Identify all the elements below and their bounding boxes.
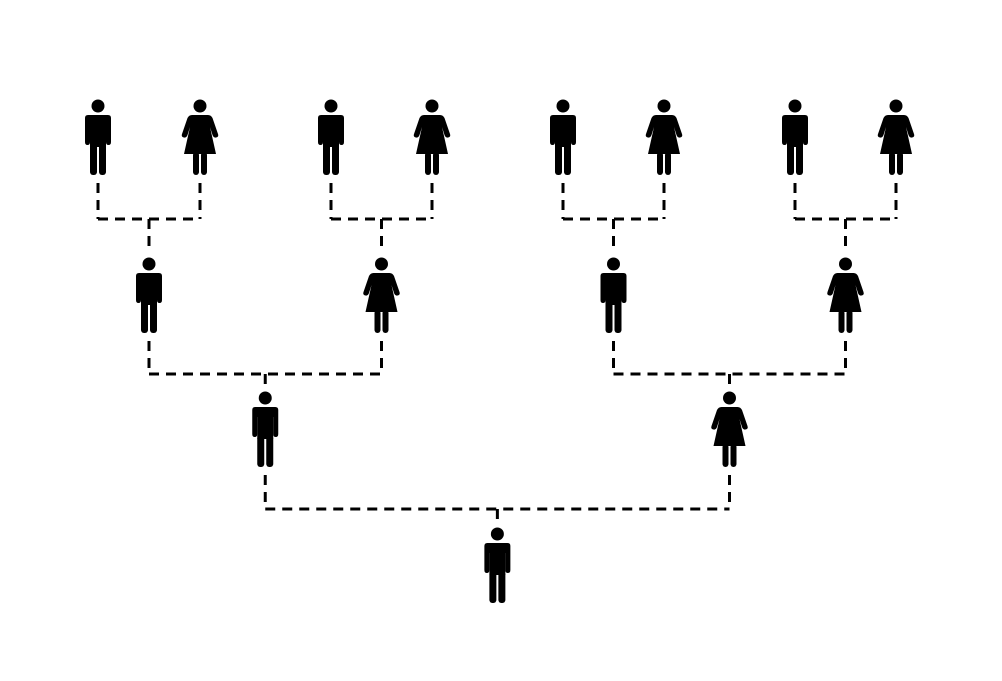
connector-lines bbox=[96, 183, 898, 522]
male-person-icon bbox=[484, 527, 511, 603]
female-person-icon bbox=[827, 257, 864, 333]
male-person-icon bbox=[550, 99, 576, 175]
male-person-icon bbox=[136, 257, 162, 333]
male-person-icon bbox=[318, 99, 344, 175]
male-person-icon bbox=[600, 257, 627, 333]
male-person-icon bbox=[85, 99, 111, 175]
female-person-icon bbox=[877, 99, 915, 175]
male-person-icon bbox=[252, 391, 279, 467]
female-person-icon bbox=[363, 257, 400, 333]
female-person-icon bbox=[413, 99, 451, 175]
female-person-icon bbox=[181, 99, 219, 175]
female-person-icon bbox=[645, 99, 683, 175]
male-person-icon bbox=[782, 99, 808, 175]
people-group bbox=[85, 99, 915, 603]
female-person-icon bbox=[711, 391, 748, 467]
